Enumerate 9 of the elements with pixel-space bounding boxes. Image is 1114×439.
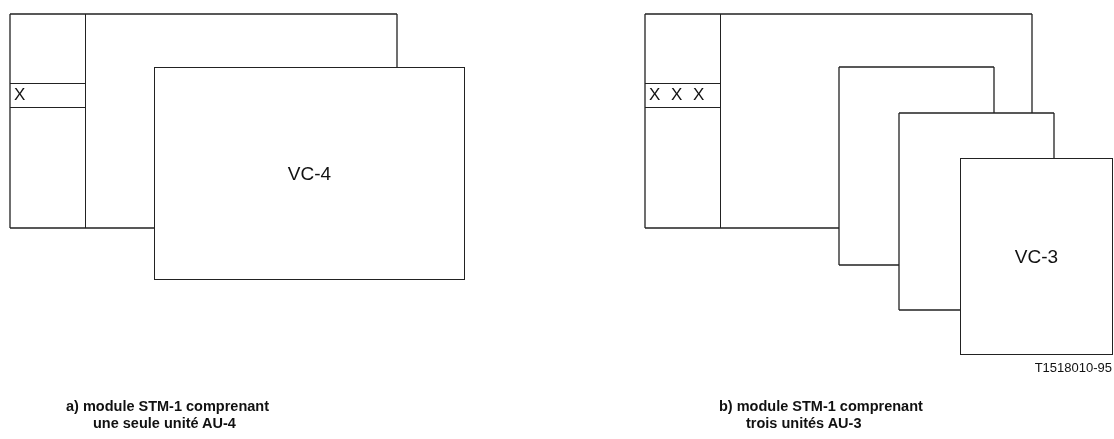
container-box: VC-4 [154,67,465,280]
caption: b) module STM-1 comprenant trois unités AU-3 [719,398,924,432]
container-box: VC-3 [960,158,1113,355]
pointer-row: X [10,83,86,108]
stacked-box [839,67,994,265]
pointer-row: X X X [645,83,721,108]
frame-box [10,14,397,228]
caption: a) module STM-1 comprenant une seule unité AU-4 [66,398,271,432]
figure-id: T1518010-95 [1034,360,1112,375]
